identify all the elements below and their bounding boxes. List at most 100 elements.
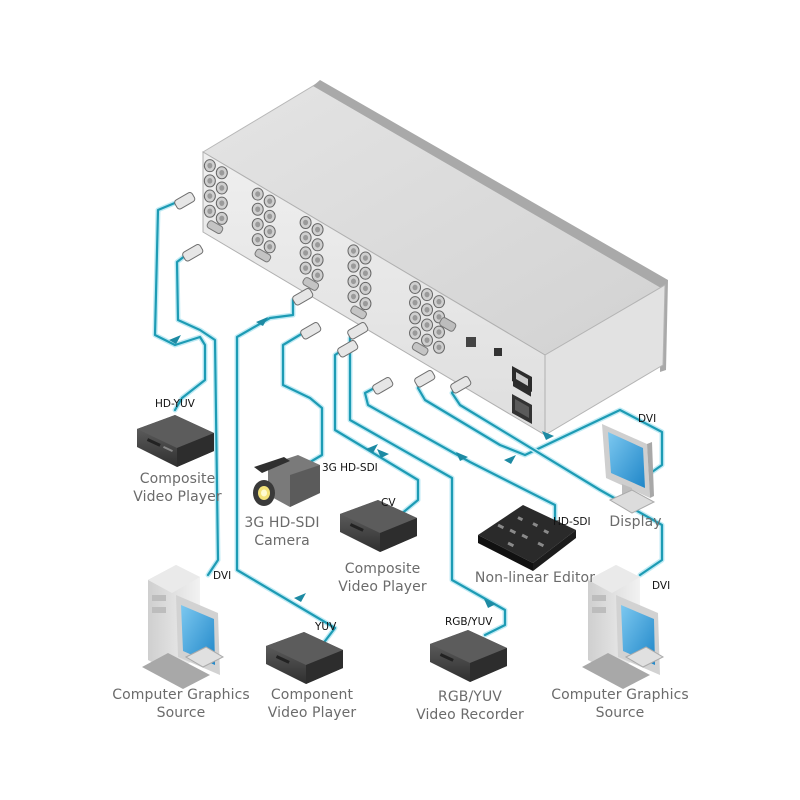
panel-details (439, 317, 532, 424)
bnc-connector (311, 223, 324, 237)
cable-plugs (174, 191, 472, 395)
camera-icon (253, 455, 320, 507)
bnc-connector (409, 311, 422, 325)
cable-plug (300, 322, 322, 340)
bnc-connector (347, 259, 360, 273)
cable-plug (450, 376, 472, 394)
cable-plug (372, 377, 394, 395)
bnc-connector (251, 233, 264, 247)
arrow-icon (294, 593, 306, 602)
bnc-connector (421, 333, 434, 347)
cable-yuv (235, 294, 337, 647)
bnc-connector (215, 196, 228, 210)
ethernet-port (494, 348, 502, 356)
power-socket (512, 394, 532, 424)
bnc-connector (311, 238, 324, 252)
cable-hd-sdi (363, 383, 557, 530)
bnc-connector (263, 240, 276, 254)
device-label: Computer Graphics Source (551, 687, 689, 721)
cable-3g-hd-sdi (281, 328, 324, 470)
bnc-connector (311, 268, 324, 282)
bnc-connector (299, 246, 312, 260)
bnc-connector (409, 280, 422, 294)
bnc-connector (432, 340, 445, 354)
video-recorder-icon (430, 630, 507, 682)
cable-hd-yuv (153, 198, 207, 412)
device-label: Non-linear Editor (474, 570, 596, 586)
bnc-connectors (203, 159, 445, 356)
cable-plug (182, 244, 204, 262)
device-label: 3G HD-SDI Camera (244, 515, 320, 549)
bnc-connector (421, 318, 434, 332)
bnc-connector (409, 296, 422, 310)
monitor-icon (602, 424, 656, 514)
cable-plug (337, 340, 359, 358)
dvi-port (254, 248, 272, 263)
cable-plug (347, 321, 369, 340)
signal-label: RGB/YUV (445, 616, 493, 628)
bnc-connector (421, 288, 434, 302)
terminal-block (466, 337, 476, 347)
matrix-switcher-chassis (202, 80, 668, 436)
dvi-port (350, 305, 367, 320)
bnc-connector (251, 217, 264, 231)
bnc-connector (203, 204, 216, 218)
arrow-icon (256, 317, 268, 326)
computer-icon (142, 565, 225, 689)
arrow-icon (542, 431, 554, 440)
arrow-icon (504, 455, 516, 464)
bnc-connector (215, 181, 228, 195)
bnc-connector (432, 325, 445, 339)
cable-dvi-left (175, 250, 220, 577)
dvi-port (411, 342, 429, 356)
dvi-port (206, 220, 224, 234)
dvi-port (302, 277, 320, 291)
bnc-connector (299, 231, 312, 245)
device-label: RGB/YUV Video Recorder (416, 689, 524, 723)
bnc-connector (263, 194, 276, 208)
cable-halo (280, 327, 325, 471)
arrow-icon (377, 449, 389, 458)
bnc-connector (359, 251, 372, 265)
bnc-connector (359, 281, 372, 295)
bnc-connector (251, 202, 264, 216)
cable-dvi-display (416, 376, 664, 474)
bnc-connector (359, 297, 372, 311)
signal-label: DVI (638, 413, 657, 425)
cable-plug (292, 287, 314, 306)
device-label: Component Video Player (267, 687, 357, 721)
bnc-connector (299, 216, 312, 229)
signal-label: HD-SDI (553, 516, 591, 528)
cable-halo (174, 249, 221, 578)
arrow-icon (169, 335, 181, 344)
computer-icon (582, 565, 665, 689)
bnc-connector (432, 295, 445, 309)
signal-direction-arrows (169, 317, 554, 608)
bnc-connector (347, 274, 360, 288)
bnc-connector (263, 209, 276, 223)
rs232-port (439, 317, 457, 332)
arrow-icon (366, 444, 378, 453)
bnc-connector (311, 253, 324, 267)
bnc-connector (251, 187, 264, 201)
bnc-connector (263, 225, 276, 239)
device-label: Computer Graphics Source (112, 687, 250, 721)
device-label: Display (609, 514, 662, 530)
bnc-connector (359, 266, 372, 280)
arrow-icon (484, 599, 496, 608)
bnc-connector (215, 211, 228, 225)
bnc-connector (299, 261, 312, 275)
cable-cv (333, 346, 420, 517)
signal-label: DVI (652, 580, 671, 592)
device-label: Composite Video Player (338, 561, 427, 595)
bnc-connector (203, 174, 216, 188)
device-label: Composite Video Player (133, 471, 222, 505)
video-player-icon (340, 500, 417, 552)
bnc-connector (409, 326, 422, 340)
bnc-connector (203, 189, 216, 203)
cable-plug (414, 370, 436, 388)
signal-label: DVI (213, 570, 232, 582)
signal-label: CV (381, 497, 396, 509)
cable-dvi-right (450, 382, 664, 577)
